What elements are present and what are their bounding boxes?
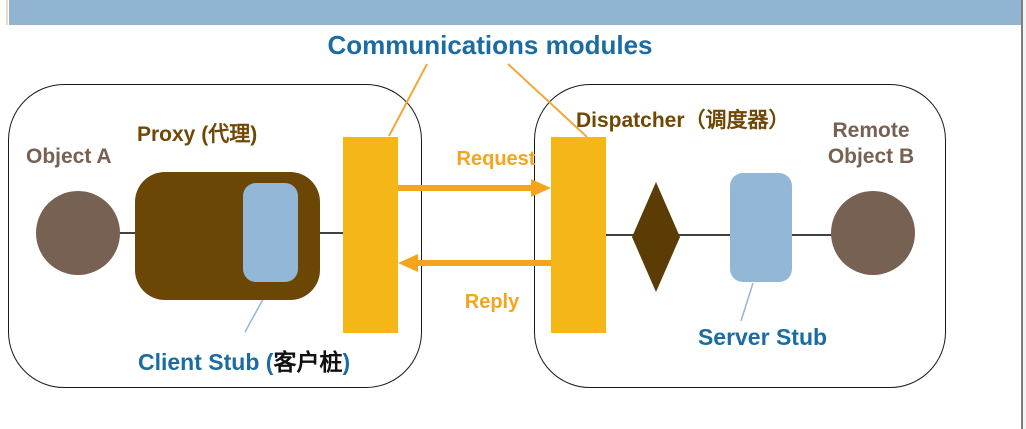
- client-stub-label-en: Client Stub (: [138, 349, 274, 375]
- client-stub-box: [243, 183, 298, 282]
- communication-module-right: [551, 137, 606, 333]
- remote-object-b-label-line1: Remote: [832, 119, 910, 142]
- remote-object-b-label-line2: Object B: [827, 145, 915, 168]
- server-process-container: [534, 84, 946, 388]
- remote-object-b-circle: [831, 191, 915, 275]
- server-stub-label: Server Stub: [697, 324, 828, 350]
- object-a-circle: [36, 191, 120, 275]
- request-label: Request: [456, 148, 536, 170]
- reply-label: Reply: [464, 291, 520, 313]
- remote-object-b-label: Remote Object B: [812, 118, 930, 170]
- proxy-label: Proxy (代理): [137, 123, 258, 146]
- page-right-edge: [1021, 0, 1026, 429]
- client-stub-label-zh: 客户桩: [273, 349, 343, 375]
- diagram-title: Communications modules: [327, 30, 653, 60]
- communication-module-left: [343, 137, 398, 333]
- dispatcher-label: Dispatcher（调度器）: [576, 109, 790, 132]
- client-process-container: [8, 84, 422, 388]
- client-stub-label: Client Stub (客户桩): [138, 343, 350, 377]
- client-stub-label-close-paren: ): [342, 349, 351, 375]
- left-accent-line: [6, 0, 8, 25]
- server-stub-box: [730, 173, 792, 282]
- object-a-label: Object A: [26, 145, 112, 168]
- header-band: [9, 0, 1021, 25]
